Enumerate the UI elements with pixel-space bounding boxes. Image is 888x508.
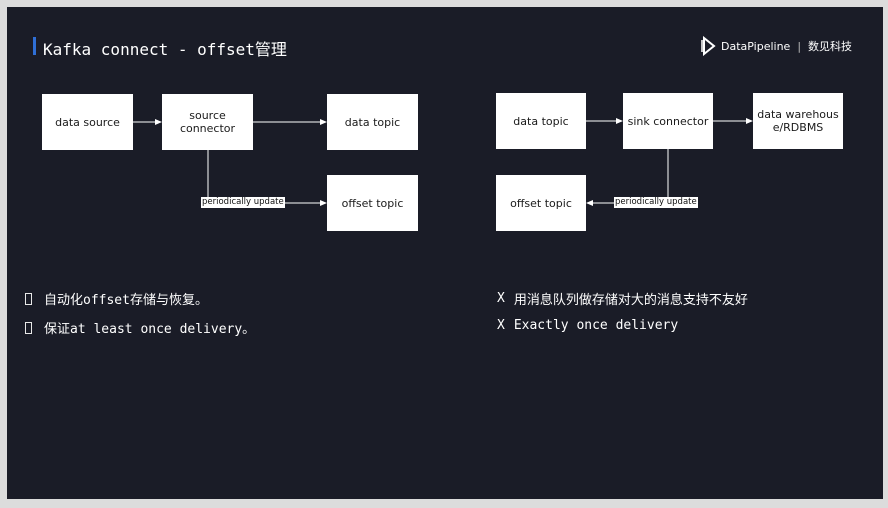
company-logo: DataPipeline | 数见科技 bbox=[701, 35, 852, 57]
x-mark-icon: X bbox=[497, 291, 505, 306]
con-item-2: X Exactly once delivery bbox=[497, 318, 678, 333]
data-topic-label: data topic bbox=[344, 115, 401, 129]
source-connector-label: source connector bbox=[179, 109, 236, 135]
con-item-1-text: 用消息队列做存储对大的消息支持不友好 bbox=[513, 293, 748, 308]
periodically-update-label-left: periodically update bbox=[201, 197, 285, 208]
slide-title: Kafka connect - offset管理 bbox=[43, 40, 287, 59]
datapipeline-logo-icon bbox=[701, 36, 716, 56]
logo-text: DataPipeline bbox=[721, 39, 791, 53]
sink-connector-label: sink connector bbox=[627, 114, 709, 128]
data-topic-box-right: data topic bbox=[496, 93, 586, 149]
x-mark-icon: X bbox=[497, 318, 505, 333]
offset-topic-label: offset topic bbox=[341, 196, 404, 210]
warehouse-label: data warehouse/RDBMS bbox=[757, 108, 839, 134]
warehouse-box: data warehouse/RDBMS bbox=[753, 93, 843, 149]
con-item-1: X 用消息队列做存储对大的消息支持不友好 bbox=[497, 289, 748, 308]
con-item-2-text: Exactly once delivery bbox=[513, 318, 679, 333]
offset-topic-box: offset topic bbox=[327, 175, 418, 231]
offset-topic-box-right: offset topic bbox=[496, 175, 586, 231]
title-accent-bar bbox=[33, 37, 36, 55]
data-topic-label-right: data topic bbox=[513, 114, 569, 128]
data-source-label: data source bbox=[55, 115, 120, 129]
arrow-connector-to-offset-topic bbox=[207, 150, 327, 206]
bullet-icon bbox=[25, 321, 32, 334]
logo-separator: | bbox=[797, 39, 802, 53]
data-source-box: data source bbox=[42, 94, 133, 150]
pro-item-2-text: 保证at least once delivery。 bbox=[44, 322, 256, 337]
diagram-connectors bbox=[133, 118, 753, 206]
logo-cn-text: 数见科技 bbox=[808, 40, 853, 53]
arrow-sink-to-offset-topic bbox=[586, 149, 669, 206]
data-topic-box: data topic bbox=[327, 94, 418, 150]
pro-item-1-text: 自动化offset存储与恢复。 bbox=[44, 293, 208, 308]
bullet-icon bbox=[25, 292, 32, 305]
offset-topic-label-right: offset topic bbox=[510, 196, 572, 210]
source-connector-box: source connector bbox=[162, 94, 253, 150]
pro-item-2: 保证at least once delivery。 bbox=[25, 318, 255, 337]
sink-connector-box: sink connector bbox=[623, 93, 713, 149]
pro-item-1: 自动化offset存储与恢复。 bbox=[25, 289, 208, 308]
periodically-update-label-right: periodically update bbox=[614, 197, 698, 208]
slide: Kafka connect - offset管理 DataPipeline | … bbox=[7, 7, 883, 499]
